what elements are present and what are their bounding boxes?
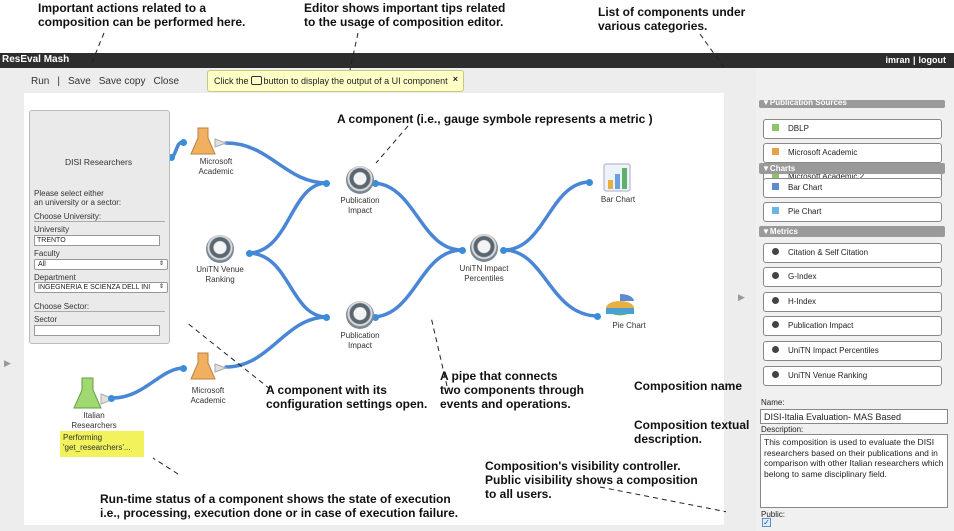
user-links: imran|logout <box>885 55 947 65</box>
sector-input[interactable] <box>34 325 160 336</box>
app-title: ResEval Mash <box>2 54 70 65</box>
close-tip-icon[interactable]: × <box>452 74 458 84</box>
composition-name-input[interactable]: DISI-Italia Evaluation- MAS Based <box>760 409 948 424</box>
port-ball[interactable] <box>108 395 115 402</box>
top-bar: ResEval Mash imran|logout <box>0 53 954 68</box>
output-icon <box>250 76 262 85</box>
save-button[interactable]: Save <box>67 76 91 87</box>
gauge-icon <box>772 272 779 279</box>
port-ball[interactable] <box>168 154 175 161</box>
component-microsoft-academic[interactable]: Microsoft Academic <box>763 143 942 163</box>
component-unitn-venue-ranking[interactable]: UniTN Venue Ranking <box>763 366 942 386</box>
gauge-icon <box>772 346 779 353</box>
gauge-icon <box>772 297 779 304</box>
select-arrow-icon: ⇕ <box>158 284 164 290</box>
port-ball[interactable] <box>180 365 187 372</box>
left-collapse-gutter[interactable]: ▶ <box>0 68 18 531</box>
choose-sector-heading: Choose Sector: <box>34 302 165 312</box>
category-publication-sources[interactable]: ▼Publication Sources <box>759 100 945 108</box>
logout-link[interactable]: logout <box>918 55 947 65</box>
port-ball[interactable] <box>323 180 330 187</box>
source-icon <box>772 148 779 155</box>
save-copy-button[interactable]: Save copy <box>98 76 146 87</box>
node-bar-chart[interactable]: Bar Chart <box>600 195 636 204</box>
gauge-icon <box>772 248 779 255</box>
port-ball[interactable] <box>246 250 253 257</box>
pie-chart-icon <box>772 207 779 214</box>
department-select[interactable]: INGEGNERIA E SCIENZA DELL INI⇕ <box>34 282 168 293</box>
gauge-icon <box>470 234 498 262</box>
choose-university-heading: Choose University: <box>34 212 165 222</box>
gauge-icon <box>772 371 779 378</box>
category-metrics[interactable]: ▼Metrics <box>759 226 945 237</box>
run-button[interactable]: Run <box>31 76 50 87</box>
description-label: Description: <box>761 425 804 434</box>
component-dblp[interactable]: DBLP <box>763 119 942 139</box>
faculty-select[interactable]: All⇕ <box>34 259 168 270</box>
source-icon <box>772 172 779 179</box>
component-g-index[interactable]: G-Index <box>763 267 942 287</box>
public-checkbox[interactable]: ✓ <box>762 518 771 527</box>
bar-chart-icon <box>772 183 779 190</box>
port-ball[interactable] <box>180 139 187 146</box>
expand-left-icon[interactable]: ▶ <box>4 358 11 368</box>
port-ball[interactable] <box>323 314 330 321</box>
component-unitn-impact-percentiles[interactable]: UniTN Impact Percentiles <box>763 341 942 361</box>
source-icon <box>772 124 779 131</box>
public-label: Public: <box>761 510 786 519</box>
gauge-icon <box>772 321 779 328</box>
port-ball[interactable] <box>372 180 379 187</box>
port-ball[interactable] <box>459 247 466 254</box>
select-arrow-icon: ⇕ <box>158 261 164 267</box>
right-collapse-gutter[interactable]: ▶ <box>726 68 756 531</box>
gauge-icon <box>346 301 374 329</box>
runtime-status-badge: Performing 'get_researchers'... <box>60 431 144 457</box>
port-ball[interactable] <box>500 247 507 254</box>
port-ball[interactable] <box>586 179 593 186</box>
component-citation[interactable]: Citation & Self Citation <box>763 243 942 263</box>
category-charts-bar[interactable]: ▼Charts <box>759 163 945 174</box>
annotation-visibility: Composition's visibility controller.Publ… <box>485 459 698 501</box>
composition-description-textarea[interactable]: This composition is used to evaluate the… <box>760 434 948 508</box>
component-bar-chart[interactable]: Bar Chart <box>763 178 942 198</box>
close-button[interactable]: Close <box>153 76 180 87</box>
node-pie-chart[interactable]: Pie Chart <box>612 321 646 330</box>
annotation-composition-name: Composition name <box>634 379 743 393</box>
annotation-component: A component (i.e., gauge symbole represe… <box>337 112 653 126</box>
gauge-icon <box>346 166 374 194</box>
config-title: DISI Researchers <box>65 157 133 167</box>
disi-researchers-config-panel[interactable]: DISI Researchers Please select either an… <box>29 110 170 344</box>
component-publication-impact[interactable]: Publication Impact <box>763 316 942 336</box>
user-name[interactable]: imran <box>885 55 910 65</box>
expand-right-icon[interactable]: ▶ <box>738 292 745 302</box>
university-input[interactable]: TRENTO <box>34 235 160 246</box>
gauge-icon <box>206 235 234 263</box>
port-ball[interactable] <box>372 314 379 321</box>
component-h-index[interactable]: H-Index <box>763 292 942 312</box>
component-pie-chart[interactable]: Pie Chart <box>763 202 942 222</box>
name-label: Name: <box>761 398 785 407</box>
annotation-runtime: Run-time status of a component shows the… <box>100 492 459 520</box>
port-ball[interactable] <box>594 313 601 320</box>
